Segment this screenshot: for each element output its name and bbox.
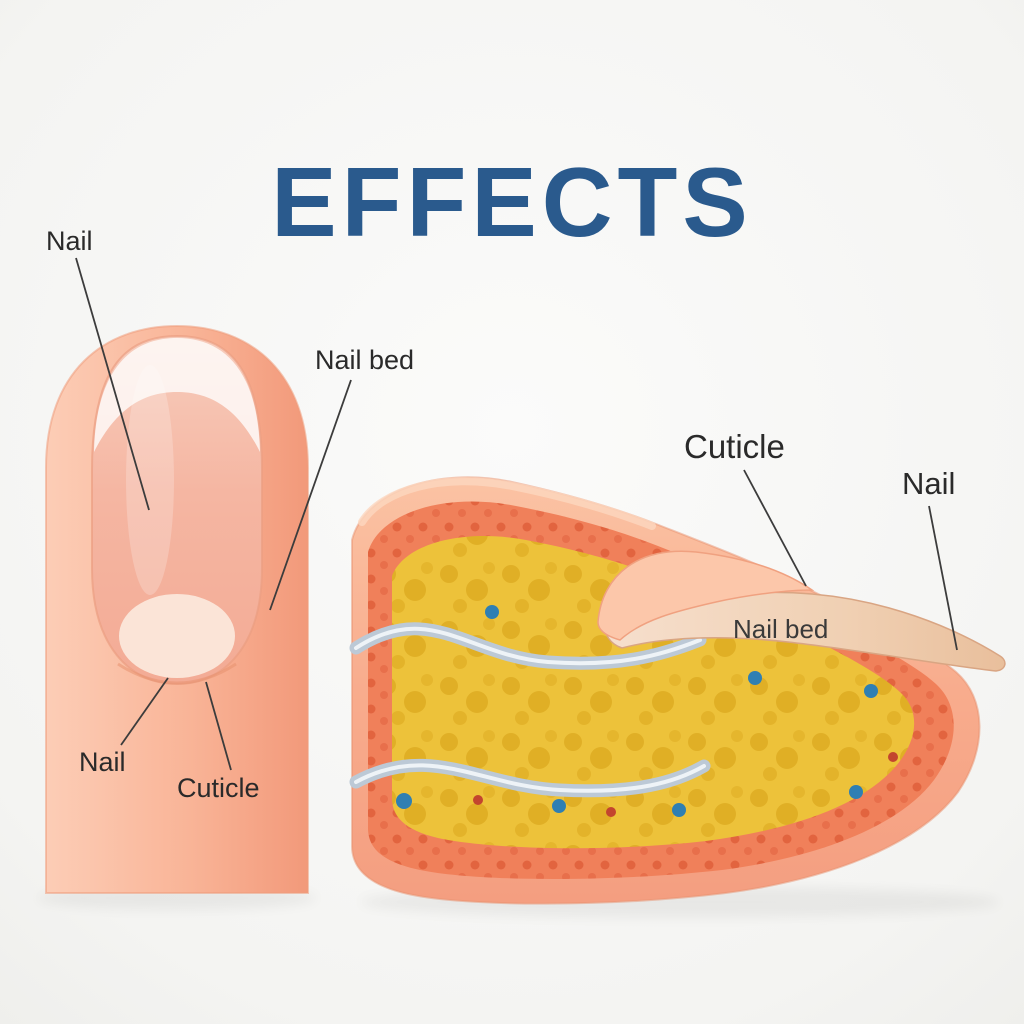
vessel-blue-dot (748, 671, 762, 685)
leader-nail-bottom (120, 677, 169, 746)
vessel-blue-dot (485, 605, 499, 619)
nail-blade (604, 591, 1006, 672)
blood-vessel-dots (396, 605, 898, 817)
finger-cross-section (349, 476, 1006, 905)
leader-nail-right (928, 505, 958, 651)
vessel-red-dot (473, 795, 483, 805)
label-nail-right: Nail (902, 466, 956, 501)
nail-plate (91, 334, 263, 686)
label-cuticle-right: Cuticle (684, 428, 785, 465)
vessel-blue-dot (864, 684, 878, 698)
leader-nail-bed-left (269, 379, 352, 611)
leader-cuticle-left (205, 681, 232, 771)
label-nail-top: Nail (46, 226, 93, 256)
nail-free-edge (94, 338, 260, 452)
tendon-bands (349, 622, 711, 798)
lunula (119, 594, 235, 678)
label-cuticle-left: Cuticle (177, 773, 260, 803)
tendon-band-upper-highlight (354, 626, 702, 666)
vessel-blue-dot (849, 785, 863, 799)
cuticle-fold (597, 550, 815, 641)
label-nail-bottom: Nail (79, 747, 126, 777)
fat-layer (392, 536, 915, 849)
label-nail-bed-right: Nail bed (733, 614, 829, 644)
leader-lines (75, 257, 958, 771)
leader-cuticle-right (743, 469, 807, 587)
vessel-red-dot (606, 807, 616, 817)
tendon-band-lower-highlight (354, 763, 706, 793)
vessel-blue-dot (672, 803, 686, 817)
vessel-red-dot (888, 752, 898, 762)
vessel-blue-dot (396, 793, 412, 809)
cuticle-ridge (117, 662, 237, 685)
page-title: EFFECTS (271, 147, 753, 257)
leader-nail-top (75, 257, 150, 511)
nail-shine-highlight (126, 365, 174, 595)
finger-top-view (45, 324, 309, 894)
skin-highlight (358, 477, 656, 530)
label-nail-bed-left: Nail bed (315, 345, 415, 375)
vessel-blue-dot (552, 799, 566, 813)
